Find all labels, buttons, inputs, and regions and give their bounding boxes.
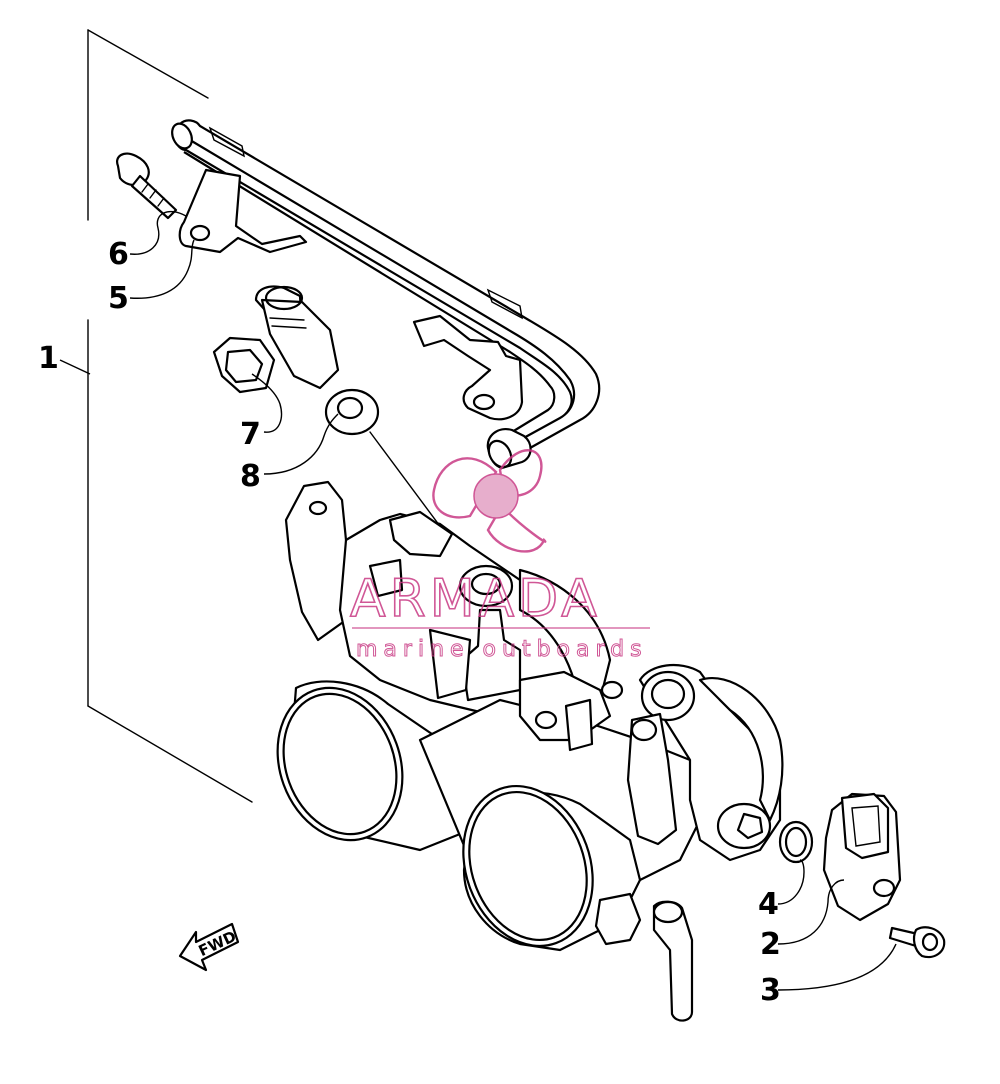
watermark-subtitle: marine outboards: [356, 637, 648, 662]
callout-8: 8: [240, 459, 261, 494]
o-ring-4: [778, 820, 814, 864]
fuel-injector-7: [212, 285, 340, 394]
callout-5: 5: [108, 281, 129, 316]
propeller-logo: [432, 449, 547, 553]
callout-3: 3: [760, 973, 781, 1008]
throttle-body: [276, 480, 784, 1022]
callout-2: 2: [760, 927, 781, 962]
grommet-8: [324, 388, 481, 581]
assembly-bracket: [87, 29, 253, 803]
fuel-rail: [171, 119, 601, 470]
watermark: ARMADA marine outboards: [349, 449, 650, 663]
throttle-sensor-2: [822, 792, 902, 922]
callout-numbers: 1 2 3 4 5 6 7 8: [38, 237, 781, 1008]
watermark-title: ARMADA: [350, 569, 601, 629]
leader-lines: [59, 210, 897, 991]
callout-4: 4: [758, 887, 779, 922]
callout-1: 1: [38, 341, 59, 376]
screw-3: [888, 926, 946, 959]
callout-7: 7: [240, 417, 261, 452]
callout-6: 6: [108, 237, 129, 272]
fwd-arrow: FWD: [178, 922, 240, 972]
bolt-6: [116, 152, 178, 220]
